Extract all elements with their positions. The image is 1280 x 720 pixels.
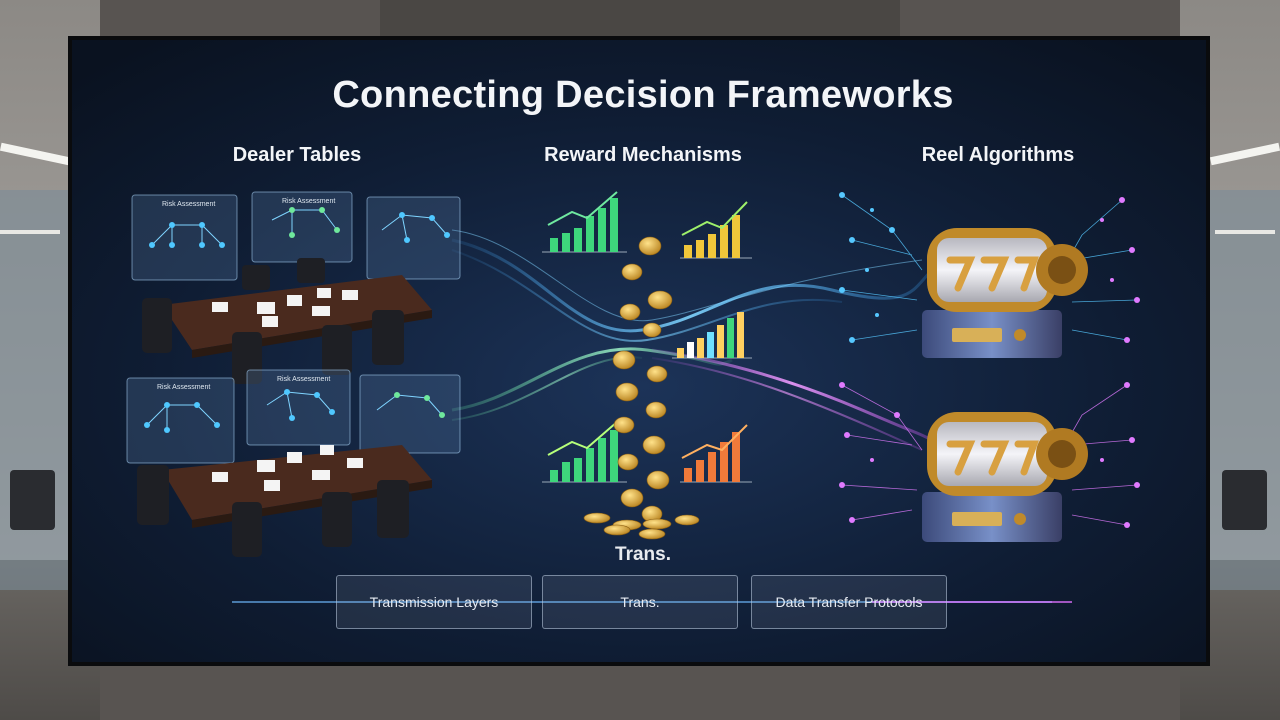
protocol-box-label: Data Transfer Protocols — [775, 593, 923, 610]
panel-risk-label: Risk Assessment — [277, 376, 330, 383]
meeting-table-top — [142, 258, 432, 384]
bar-chart-bottom-left — [542, 421, 627, 483]
section-title-reward-mechanisms: Reward Mechanisms — [544, 144, 742, 166]
middle-trans-label: Trans. — [615, 544, 671, 565]
panel-risk-label: Risk Assessment — [282, 198, 335, 205]
dealer-tables-illustration: Risk Assessment Risk Assessment — [126, 191, 461, 557]
panel-risk-label: Risk Assessment — [157, 384, 210, 391]
bar-chart-bottom-right — [680, 424, 752, 483]
decision-panels-top: Risk Assessment Risk Assessment — [131, 191, 461, 281]
protocol-box-data-transfer: Data Transfer Protocols — [751, 575, 947, 629]
decision-panels-bottom: Risk Assessment Risk Assessment — [126, 369, 461, 464]
slot-machine-bottom — [922, 412, 1088, 542]
protocol-box-label: Trans. — [620, 593, 660, 610]
coin-stream — [583, 236, 700, 540]
bar-chart-top-left — [542, 191, 627, 253]
panel-risk-label: Risk Assessment — [162, 201, 215, 208]
bar-chart-top-right — [680, 201, 752, 259]
protocol-box-label: Transmission Layers — [369, 593, 499, 610]
meeting-table-bottom — [137, 445, 432, 557]
section-title-dealer-tables: Dealer Tables — [232, 144, 362, 166]
protocol-box-trans: Trans. — [542, 575, 738, 629]
protocol-box-transmission-layers: Transmission Layers — [336, 575, 532, 629]
section-title-reel-algorithms: Reel Algorithms — [921, 144, 1075, 166]
display-screen: Risk Assessment Risk Assessment — [68, 36, 1210, 666]
slot-machine-top — [922, 228, 1088, 358]
screen-artwork: Risk Assessment Risk Assessment — [72, 40, 1206, 662]
bar-chart-middle — [672, 312, 752, 359]
reward-mechanisms-illustration — [542, 191, 752, 540]
reel-algorithms-illustration — [839, 192, 1140, 542]
page-title: Connecting Decision Frameworks — [332, 74, 954, 116]
data-flow-streams — [232, 229, 1072, 603]
